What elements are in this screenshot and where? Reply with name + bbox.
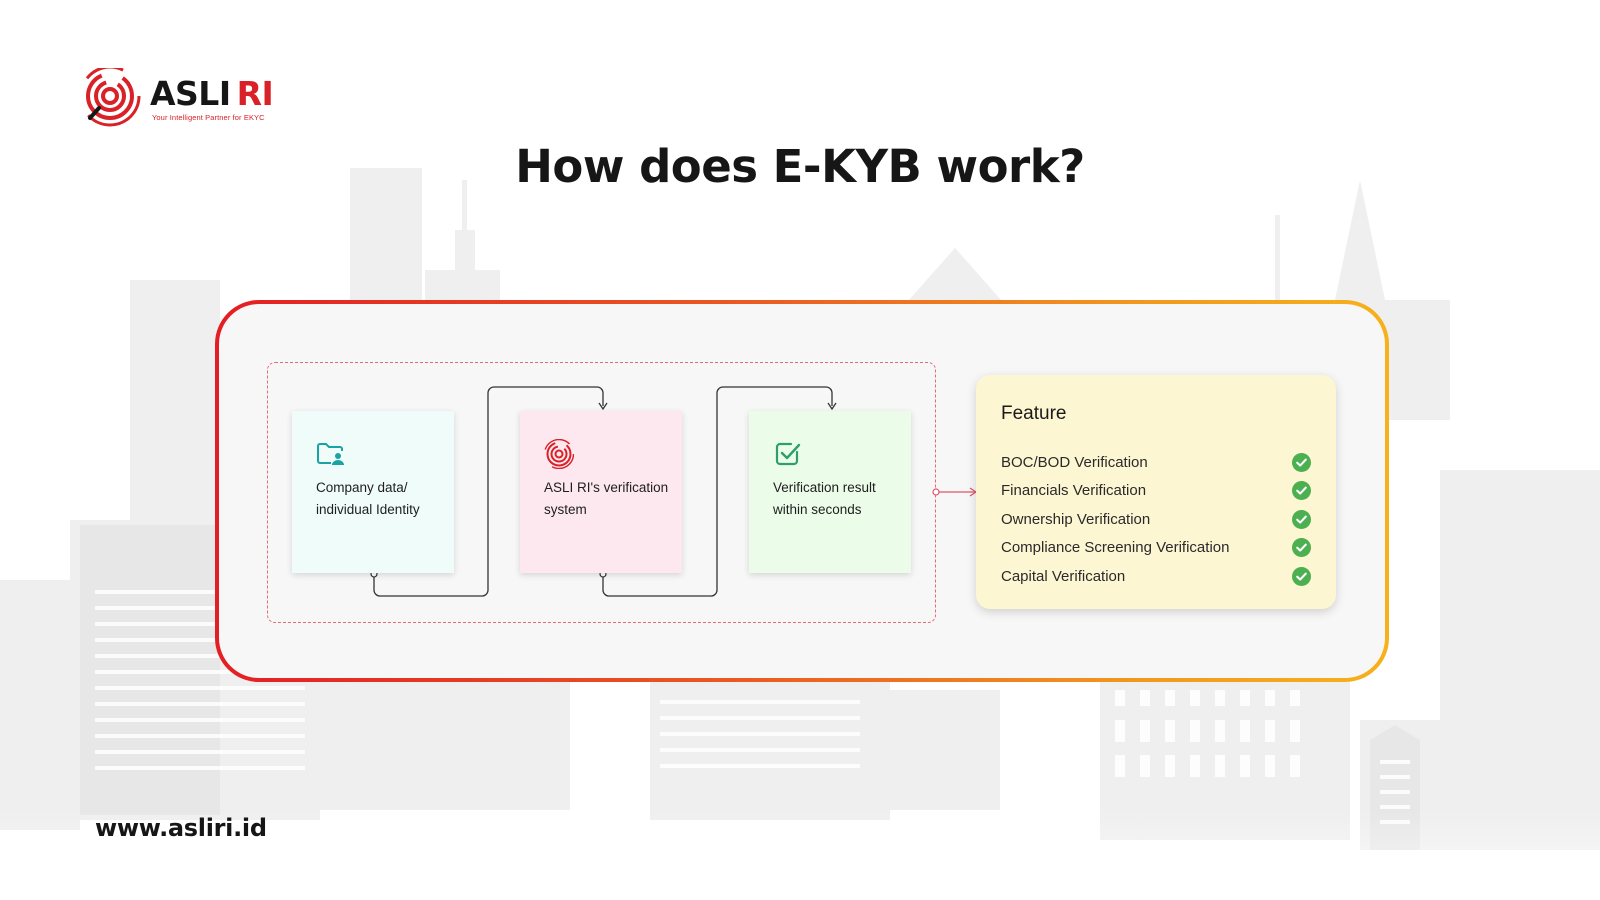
brand-name-ri: RI	[236, 73, 274, 113]
page-title: How does E-KYB work?	[515, 140, 1085, 193]
check-circle-icon	[1292, 509, 1311, 529]
check-circle-icon	[1292, 538, 1311, 558]
feature-item: Capital Verification	[1001, 562, 1311, 591]
feature-item-label: Capital Verification	[1001, 567, 1126, 585]
website-url: www.asliri.id	[95, 814, 267, 842]
folder-user-icon	[317, 443, 344, 465]
feature-item: Compliance Screening Verification	[1001, 534, 1311, 563]
feature-list: BOC/BOD Verification Financials Verifica…	[1001, 448, 1311, 591]
brand-name-asli: ASLI	[150, 73, 231, 113]
check-square-icon	[775, 442, 801, 466]
step-card-verification-system: ASLI RI's verification system	[520, 411, 682, 573]
check-circle-icon	[1292, 481, 1311, 501]
check-circle-icon	[1292, 452, 1311, 472]
brand-tagline: Your Intelligent Partner for EKYC	[152, 112, 265, 122]
feature-item: Ownership Verification	[1001, 505, 1311, 534]
step-label: Verification result within seconds	[773, 480, 876, 517]
feature-item-label: Ownership Verification	[1001, 510, 1151, 528]
check-circle-icon	[1292, 566, 1311, 586]
feature-panel: Feature BOC/BOD Verification Financials …	[976, 375, 1336, 609]
fingerprint-target-icon	[80, 68, 141, 127]
step-label: ASLI RI's verification system	[544, 480, 669, 517]
step-card-company-data: Company data/ individual Identity	[292, 411, 454, 573]
feature-item: Financials Verification	[1001, 477, 1311, 506]
feature-item: BOC/BOD Verification	[1001, 448, 1311, 477]
feature-title: Feature	[1001, 403, 1067, 424]
feature-item-label: Compliance Screening Verification	[1001, 539, 1230, 557]
step-card-verification-result: Verification result within seconds	[749, 411, 911, 573]
fingerprint-target-icon	[544, 439, 574, 469]
feature-item-label: BOC/BOD Verification	[1001, 453, 1148, 471]
step-label: Company data/ individual Identity	[316, 480, 420, 517]
brand-logo: ASLI RI Your Intelligent Partner for EKY…	[80, 68, 274, 130]
feature-item-label: Financials Verification	[1001, 482, 1147, 500]
